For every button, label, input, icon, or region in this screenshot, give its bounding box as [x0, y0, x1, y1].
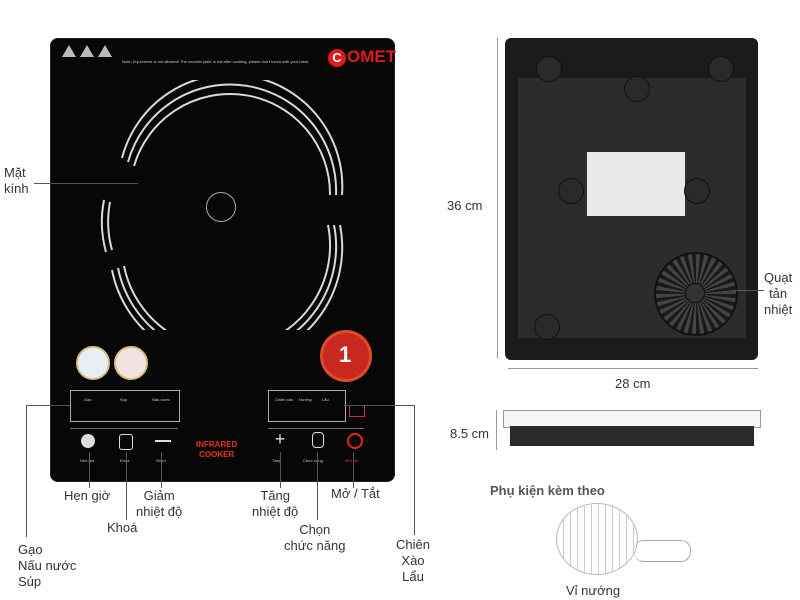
rubber-foot [536, 56, 562, 82]
grill-rack-image [556, 503, 638, 575]
rubber-foot [558, 178, 584, 204]
timer-callout-label: Hẹn giờ [64, 488, 111, 503]
clock-icon[interactable] [81, 434, 95, 448]
power-icon[interactable] [347, 433, 363, 449]
hand-warning-icon [98, 45, 112, 57]
modes-right-leader-line [414, 405, 415, 535]
spec-label-sticker [587, 152, 685, 216]
function-button-label: Chức năng [303, 458, 323, 463]
decrease-button-label: Giảm [156, 458, 166, 463]
plus-icon[interactable]: + [274, 429, 286, 449]
quality-seal-icon [114, 346, 148, 380]
lock-button-label: Khoá [120, 458, 130, 463]
grill-button[interactable]: Nướng [299, 397, 312, 402]
depth-dimension-label: 8.5 cm [450, 426, 490, 441]
cooktop-glass-surface [50, 38, 395, 482]
rubber-foot [684, 178, 710, 204]
cooling-fan-hub [685, 283, 705, 303]
certification-seals [76, 346, 152, 385]
stir-fry-button[interactable]: Chiên xào [275, 397, 294, 402]
brand-logo-text: OMET [347, 47, 397, 66]
soup-button[interactable]: Súp [120, 397, 128, 402]
hot-surface-warning-icon [62, 45, 76, 57]
hotpot-button[interactable]: Lẩu [322, 397, 329, 402]
accessories-title: Phụ kiện kèm theo [490, 483, 605, 498]
power-leader-line [353, 452, 354, 488]
panel-divider [70, 428, 178, 429]
hand-function-icon[interactable] [312, 432, 324, 448]
boil-water-button[interactable]: Nấu nước [152, 397, 170, 402]
modes-right-callout-label: Chiên Xào Lẩu [396, 537, 430, 584]
grill-rack-handle [634, 540, 691, 562]
fan-callout-label: Quạt tản nhiệt [764, 270, 793, 317]
timer-leader-line [89, 452, 90, 488]
rubber-foot [708, 56, 734, 82]
brand-logo-c: C [328, 49, 346, 67]
width-dimension-label: 28 cm [615, 376, 651, 391]
heating-zone-ring [100, 80, 344, 330]
no-touch-hand-icon [206, 192, 236, 222]
grill-rack-label: Vỉ nướng [566, 583, 621, 598]
lock-icon[interactable] [119, 434, 133, 450]
infrared-cooker-label: INFRARED COOKER [196, 440, 238, 459]
panel-divider [268, 428, 364, 429]
power-callout-label: Mở / Tắt [331, 486, 380, 501]
minus-icon[interactable] [155, 440, 171, 442]
fan-leader-line [734, 290, 764, 291]
right-mode-button-group [268, 390, 346, 422]
warning-icons [62, 44, 116, 62]
caution-warning-icon [80, 45, 94, 57]
modes-right-leader-line [344, 405, 414, 406]
power-button-label: Mở/Tắt [345, 458, 358, 463]
decrease-leader-line [161, 452, 162, 488]
increase-leader-line [280, 452, 281, 488]
increase-button-label: Tăng [272, 458, 282, 463]
timer-button-label: Hẹn giờ [80, 458, 95, 463]
rubber-foot [624, 76, 650, 102]
mode-indicator [349, 405, 365, 417]
function-callout-label: Chọn chức năng [284, 522, 346, 553]
warranty-number: 1 [339, 342, 352, 367]
rubber-foot [534, 314, 560, 340]
lock-leader-line [126, 452, 127, 520]
cooktop-side-body [510, 426, 754, 446]
modes-left-callout-label: Gạo Nấu nước Súp [18, 542, 77, 589]
glass-callout-label: Mặt kính [4, 165, 29, 196]
glass-leader-line [34, 183, 138, 184]
height-dimension-label: 36 cm [447, 198, 483, 213]
depth-dimension-line [496, 410, 497, 450]
rice-button[interactable]: Gạo [84, 397, 92, 402]
function-leader-line [317, 452, 318, 520]
warranty-badge: 1 [323, 333, 369, 379]
decrease-callout-label: Giảm nhiệt độ [136, 488, 183, 519]
warning-text: Note: Dry-breeze is not allowed! The cer… [122, 59, 310, 64]
lock-callout-label: Khoá [107, 520, 138, 535]
modes-left-leader-line [26, 405, 27, 537]
increase-callout-label: Tăng nhiệt độ [252, 488, 299, 519]
left-mode-button-group [70, 390, 180, 422]
modes-left-leader-line [26, 405, 70, 406]
width-dimension-line [508, 368, 758, 369]
height-dimension-line [497, 38, 498, 358]
quality-seal-icon [76, 346, 110, 380]
